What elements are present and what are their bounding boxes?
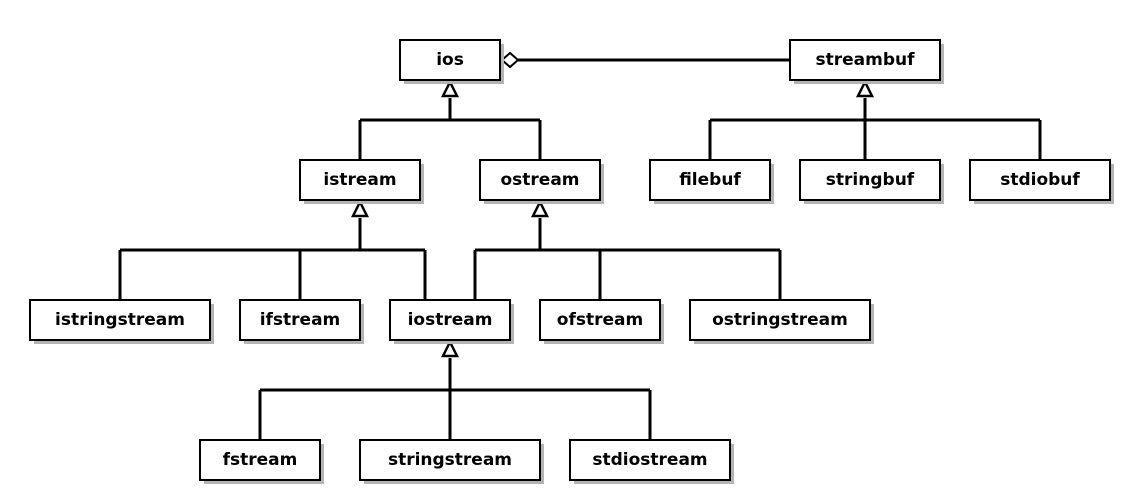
class-label-istream: istream: [323, 170, 396, 190]
inheritance-arrow-ostream-icon: [530, 199, 550, 218]
class-label-ostringstream: ostringstream: [712, 310, 848, 330]
inheritance-edge-streambuf: [708, 98, 1042, 160]
inheritance-edge-ostream: [473, 218, 782, 300]
class-label-ofstream: ofstream: [557, 310, 643, 330]
class-box-istringstream: istringstream: [29, 299, 214, 344]
class-box-stringstream: stringstream: [359, 439, 544, 484]
class-label-stringbuf: stringbuf: [826, 170, 915, 190]
edges: [118, 58, 1042, 440]
inheritance-edge-iostream: [258, 358, 652, 440]
class-box-ifstream: ifstream: [239, 299, 364, 344]
class-label-stringstream: stringstream: [388, 450, 512, 470]
class-box-ostringstream: ostringstream: [689, 299, 874, 344]
class-box-ostream: ostream: [479, 159, 604, 204]
class-label-stdiobuf: stdiobuf: [1000, 170, 1080, 190]
class-label-fstream: fstream: [223, 450, 298, 470]
inheritance-edge-ios: [358, 98, 542, 160]
class-box-ofstream: ofstream: [539, 299, 664, 344]
markers: [350, 51, 875, 358]
class-box-stringbuf: stringbuf: [799, 159, 944, 204]
class-label-streambuf: streambuf: [815, 50, 915, 70]
inheritance-arrow-ios-icon: [440, 79, 460, 98]
class-box-ios: ios: [399, 39, 504, 84]
aggregation-diamond-icon: [500, 51, 520, 69]
class-label-ios: ios: [436, 50, 464, 70]
inheritance-arrow-istream-icon: [350, 199, 370, 218]
class-label-istringstream: istringstream: [55, 310, 185, 330]
class-box-istream: istream: [299, 159, 424, 204]
class-box-iostream: iostream: [389, 299, 514, 344]
class-box-stdiobuf: stdiobuf: [969, 159, 1114, 204]
class-box-streambuf: streambuf: [789, 39, 944, 84]
inheritance-arrow-iostream-icon: [440, 339, 460, 358]
class-box-fstream: fstream: [199, 439, 324, 484]
inheritance-arrow-streambuf-icon: [855, 79, 875, 98]
class-box-filebuf: filebuf: [649, 159, 774, 204]
class-label-stdiostream: stdiostream: [592, 450, 707, 470]
class-box-stdiostream: stdiostream: [569, 439, 734, 484]
class-label-iostream: iostream: [408, 310, 493, 330]
class-label-ifstream: ifstream: [260, 310, 341, 330]
inheritance-edge-istream: [118, 218, 427, 300]
class-label-filebuf: filebuf: [679, 170, 741, 190]
class-label-ostream: ostream: [500, 170, 579, 190]
